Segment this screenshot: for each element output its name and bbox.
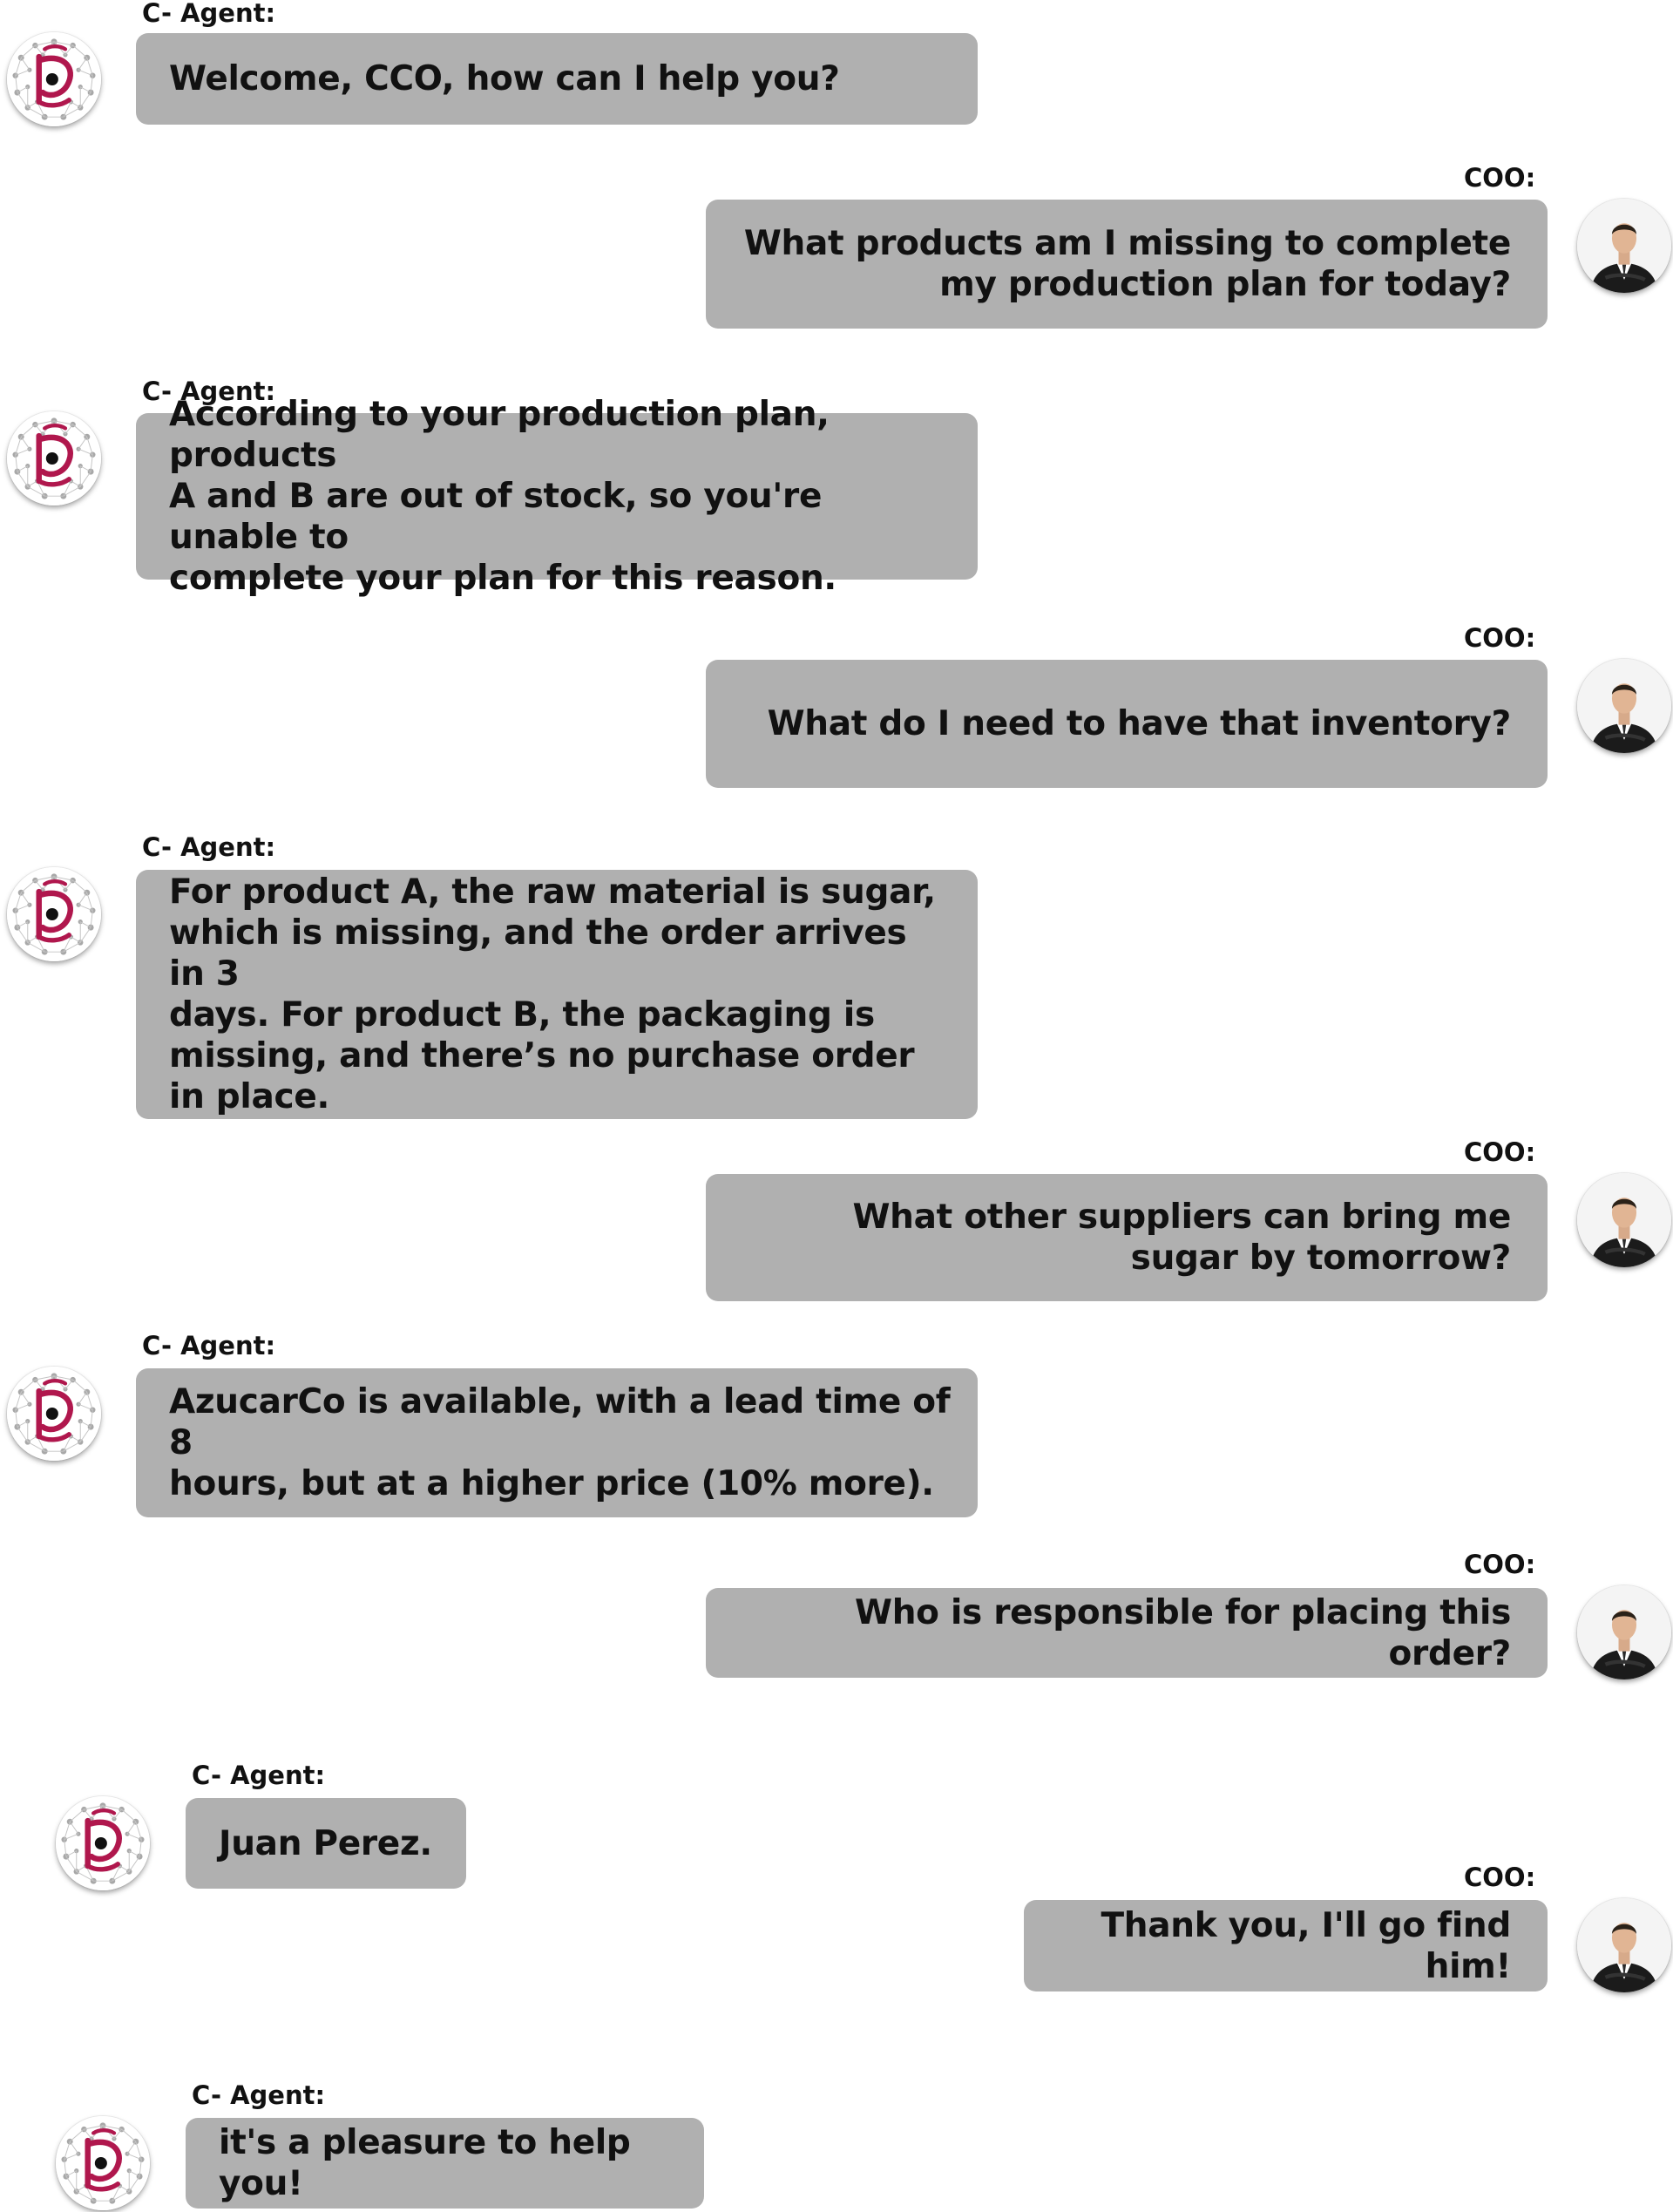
user-avatar-photo [1577, 1585, 1671, 1679]
message-text: According to your production plan, produ… [169, 395, 836, 598]
speaker-label: C- Agent: [192, 2080, 326, 2110]
chat-bubble: Thank you, I'll go find him! [1024, 1900, 1548, 1991]
message-text: For product A, the raw material is sugar… [169, 872, 936, 1116]
agent-logo-icon [7, 32, 101, 126]
chat-bubble: For product A, the raw material is sugar… [136, 870, 978, 1119]
message-text: What products am I missing to complete m… [743, 224, 1511, 304]
speaker-label: COO: [1464, 1863, 1536, 1892]
message-text: Who is responsible for placing this orde… [855, 1592, 1511, 1673]
speaker-label: C- Agent: [142, 377, 276, 406]
agent-logo-icon [7, 1367, 101, 1461]
speaker-label: C- Agent: [142, 832, 276, 862]
speaker-label: COO: [1464, 163, 1536, 193]
chat-bubble: According to your production plan, produ… [136, 395, 978, 598]
agent-logo-icon [56, 1796, 150, 1890]
message-text: it's a pleasure to help you! [219, 2123, 631, 2203]
agent-logo-icon [7, 411, 101, 506]
message-text: Thank you, I'll go find him! [1101, 1905, 1511, 1986]
message-text: Juan Perez. [219, 1823, 432, 1863]
speaker-label: COO: [1464, 1137, 1536, 1167]
chat-bubble: What other suppliers can bring me sugar … [706, 1174, 1548, 1301]
chat-bubble: it's a pleasure to help you! [186, 2118, 704, 2209]
speaker-label: C- Agent: [142, 1331, 276, 1360]
chat-bubble: Juan Perez. [186, 1798, 466, 1889]
chat-bubble: What products am I missing to complete m… [706, 200, 1548, 329]
chat-bubble: AzucarCo is available, with a lead time … [136, 1368, 978, 1517]
speaker-label: COO: [1464, 1550, 1536, 1579]
chat-bubble: What do I need to have that inventory? [706, 660, 1548, 788]
chat-bubble: Who is responsible for placing this orde… [706, 1588, 1548, 1678]
agent-logo-icon [56, 2116, 150, 2210]
user-avatar-photo [1577, 199, 1671, 293]
user-avatar-photo [1577, 1173, 1671, 1267]
user-avatar-photo [1577, 659, 1671, 753]
speaker-label: C- Agent: [142, 0, 276, 28]
message-text: What other suppliers can bring me sugar … [852, 1198, 1511, 1278]
speaker-label: C- Agent: [192, 1761, 326, 1790]
message-text: AzucarCo is available, with a lead time … [169, 1382, 951, 1503]
user-avatar-photo [1577, 1898, 1671, 1992]
message-text: What do I need to have that inventory? [767, 704, 1512, 743]
speaker-label: COO: [1464, 623, 1536, 653]
agent-logo-icon [7, 867, 101, 961]
message-text: Welcome, CCO, how can I help you? [169, 59, 840, 98]
chat-bubble: Welcome, CCO, how can I help you? [136, 33, 978, 125]
